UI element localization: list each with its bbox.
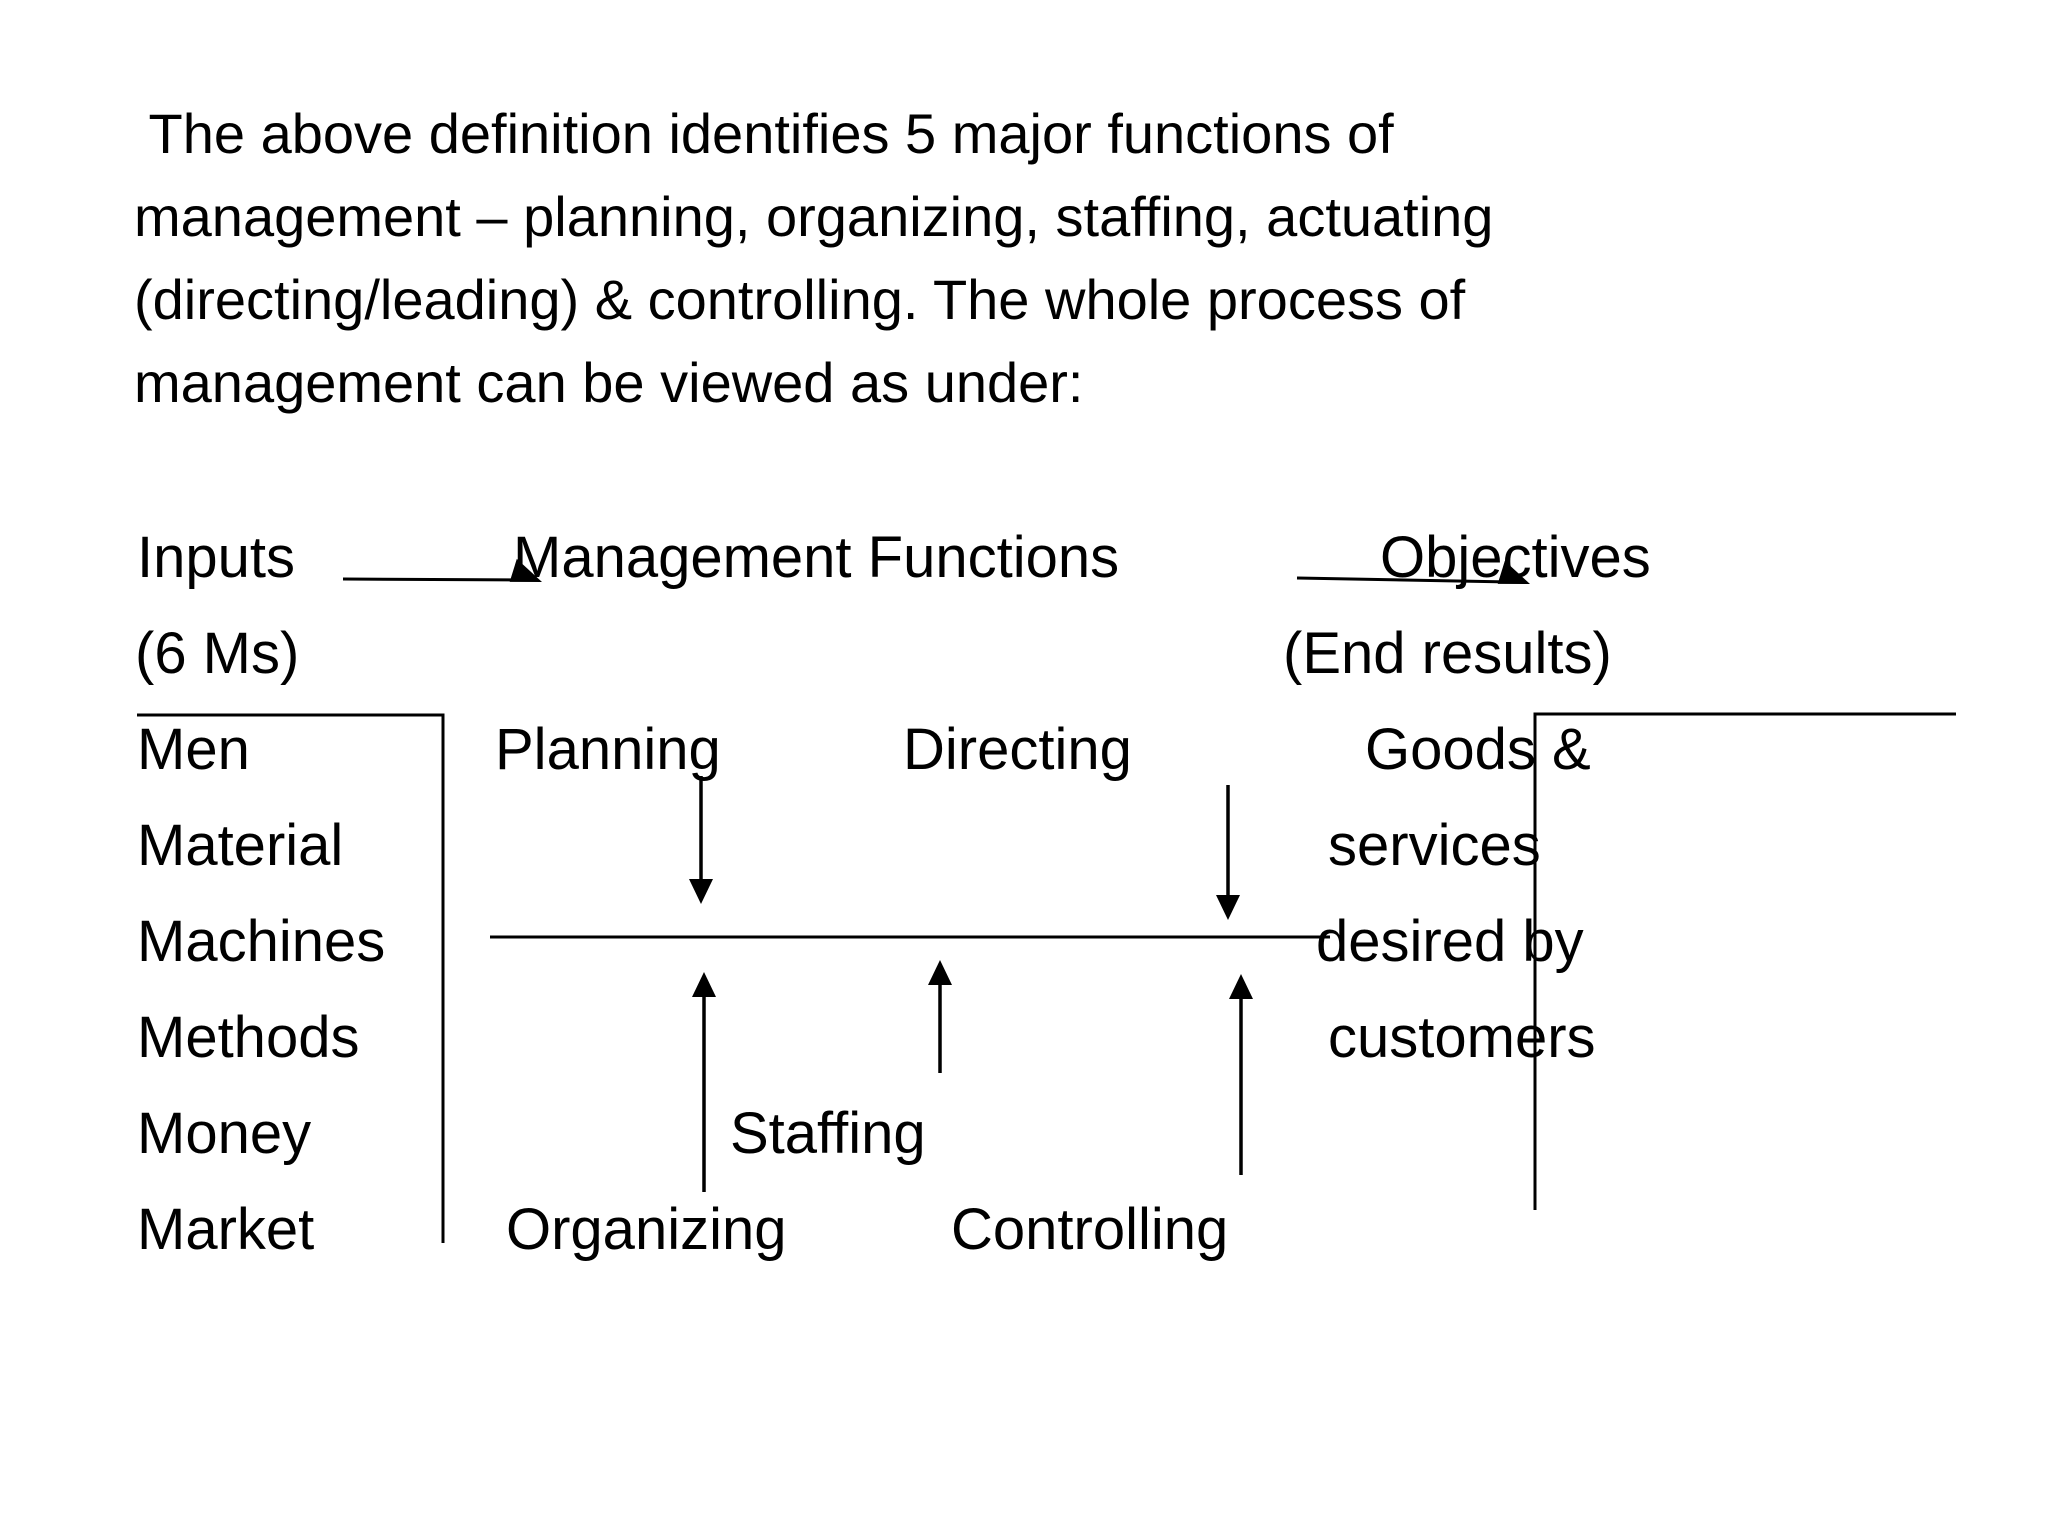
controlling-up-arrow: [1229, 974, 1253, 1175]
management-to-objectives-arrow: [1297, 560, 1530, 584]
objectives-box-border: [1535, 714, 1956, 1210]
input-item-machines: Machines: [137, 909, 386, 974]
input-item-men: Men: [137, 717, 250, 782]
label-inputs-subtitle: (6 Ms): [135, 621, 300, 686]
paragraph-line-4: management can be viewed as under:: [134, 351, 1084, 414]
input-item-money: Money: [137, 1101, 312, 1166]
inputs-to-management-arrow: [343, 558, 542, 582]
inputs-box-border: [137, 715, 443, 1243]
function-staffing: Staffing: [730, 1101, 926, 1166]
staffing-up-arrow: [928, 960, 952, 1073]
objectives-line-services: services: [1328, 813, 1541, 878]
label-management-functions-header: Management Functions: [513, 525, 1120, 590]
intro-paragraph: The above definition identifies 5 major …: [134, 92, 1493, 424]
label-objectives-header: Objectives: [1380, 525, 1651, 590]
function-planning: Planning: [495, 717, 721, 782]
input-item-market: Market: [137, 1197, 315, 1262]
function-organizing: Organizing: [506, 1197, 787, 1262]
objectives-line-customers: customers: [1328, 1005, 1596, 1070]
function-controlling: Controlling: [951, 1197, 1229, 1262]
input-item-methods: Methods: [137, 1005, 360, 1070]
directing-down-arrow: [1216, 785, 1240, 920]
input-item-material: Material: [137, 813, 344, 878]
function-directing: Directing: [903, 717, 1132, 782]
objectives-line-desired-by: desired by: [1316, 909, 1584, 974]
paragraph-line-1: The above definition identifies 5 major …: [134, 102, 1394, 165]
label-inputs-header: Inputs: [137, 525, 295, 590]
objectives-line-goods: Goods &: [1365, 717, 1591, 782]
organizing-up-arrow: [692, 972, 716, 1192]
paragraph-line-3: (directing/leading) & controlling. The w…: [134, 268, 1466, 331]
planning-down-arrow: [689, 776, 713, 904]
label-objectives-subtitle: (End results): [1283, 621, 1612, 686]
